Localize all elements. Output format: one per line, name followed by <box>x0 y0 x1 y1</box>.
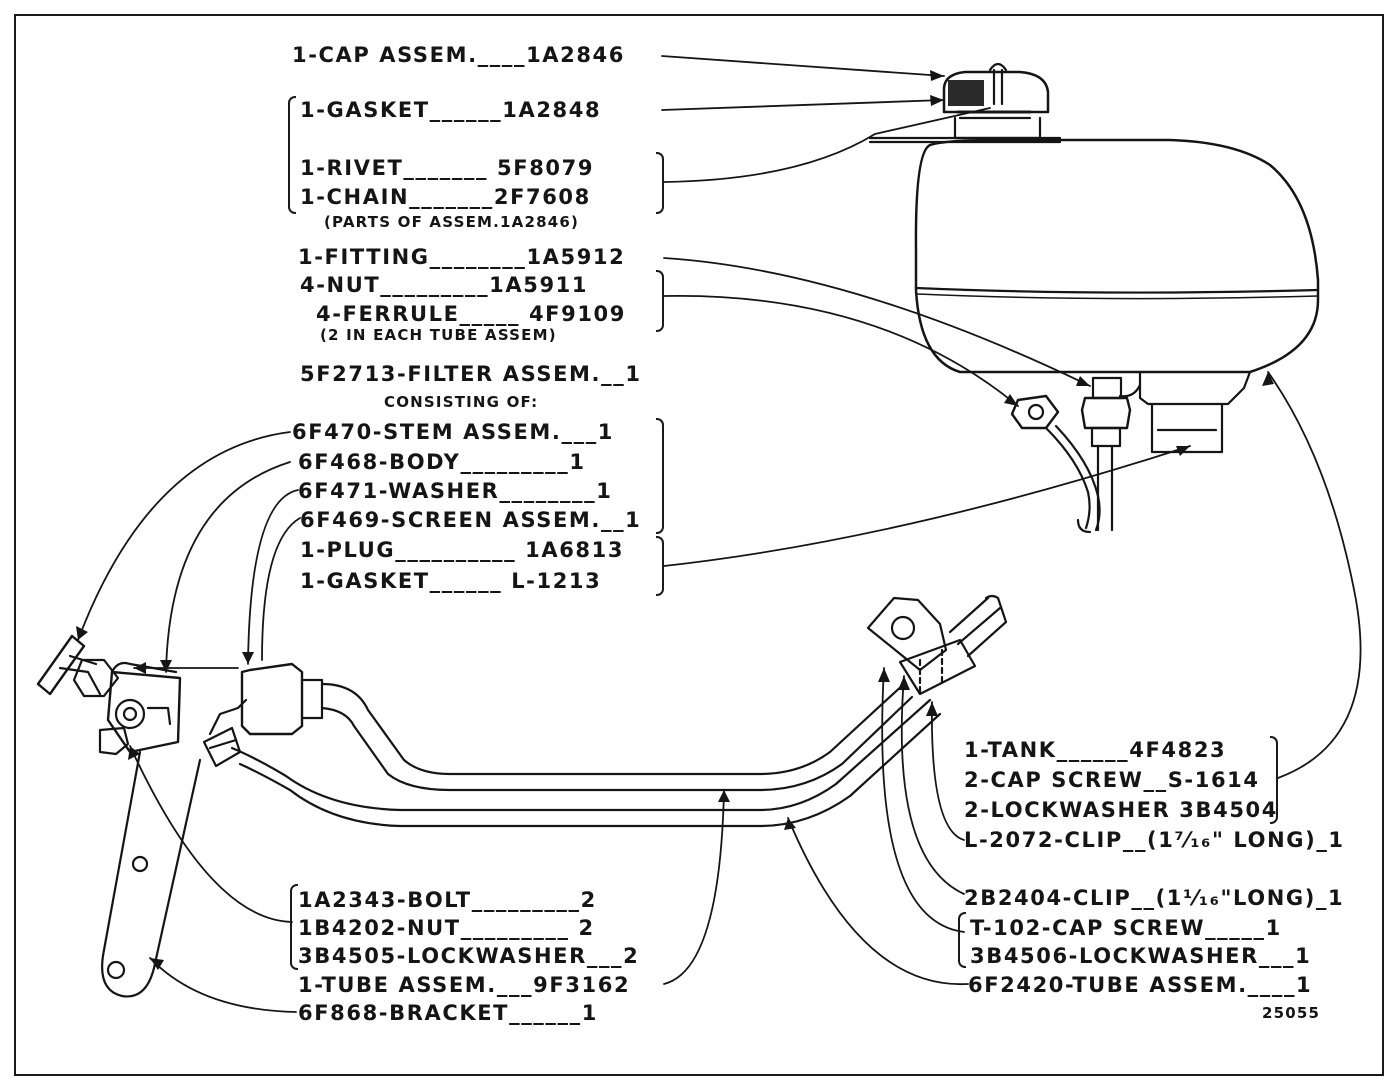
label-tube-assem-9f3162: 1-TUBE ASSEM.___9F3162 <box>298 973 631 997</box>
outlet-fitting <box>1080 370 1252 532</box>
bracket-bolt-group <box>290 884 298 970</box>
label-cap-assem: 1-CAP ASSEM.____1A2846 <box>292 43 625 67</box>
label-filter-assem: 5F2713-FILTER ASSEM.__1 <box>300 362 642 386</box>
label-clip-l2072: L-2072-CLIP__(1⁷⁄₁₆" LONG)_1 <box>964 828 1345 852</box>
label-plug: 1-PLUG__________ 1A6813 <box>300 538 625 562</box>
label-washer: 6F471-WASHER________1 <box>298 479 613 503</box>
label-chain: 1-CHAIN_______2F7608 <box>300 185 591 209</box>
tube-clip <box>866 594 1008 696</box>
label-clip-2b2404: 2B2404-CLIP__(1¹⁄₁₆"LONG)_1 <box>964 886 1345 910</box>
fuel-tank <box>868 136 1320 374</box>
label-tank: 1-TANK______4F4823 <box>964 738 1227 762</box>
arrow-heads <box>76 70 1274 970</box>
label-gasket-filter: 1-GASKET______ L-1213 <box>300 569 602 593</box>
label-rivet: 1-RIVET_______ 5F8079 <box>300 156 595 180</box>
bracket-nut-ferrule <box>656 270 664 332</box>
upper-tube <box>208 662 914 792</box>
label-consisting-of: CONSISTING OF: <box>384 393 539 411</box>
label-tube-assem-6f2420: 6F2420-TUBE ASSEM.____1 <box>968 973 1313 997</box>
bracket <box>101 750 202 998</box>
filter-assembly <box>36 634 242 768</box>
filler-cap <box>942 62 1050 140</box>
label-ferrule-note: (2 IN EACH TUBE ASSEM) <box>320 326 557 344</box>
label-fitting: 1-FITTING________1A5912 <box>298 245 626 269</box>
label-lockwasher-3b4506: 3B4506-LOCKWASHER___1 <box>970 944 1312 968</box>
bracket-gasket-chain <box>288 96 296 214</box>
bracket-tank-parts <box>1270 736 1278 824</box>
figure-border <box>14 14 1384 1076</box>
lower-tube <box>230 698 942 828</box>
label-cap-screw-tank: 2-CAP SCREW__S-1614 <box>964 768 1260 792</box>
leader-lines <box>77 55 1362 1013</box>
label-ferrule: 4-FERRULE_____ 4F9109 <box>316 302 626 326</box>
figure-number: 25055 <box>1262 1004 1321 1022</box>
label-nut: 4-NUT_________1A5911 <box>300 273 589 297</box>
bracket-t102 <box>958 912 966 968</box>
side-fitting <box>1010 394 1101 534</box>
label-bracket: 6F868-BRACKET______1 <box>298 1001 598 1025</box>
bracket-filter-parts <box>656 418 664 534</box>
label-lockwasher-tank: 2-LOCKWASHER 3B4504 <box>964 798 1278 822</box>
label-gasket-top: 1-GASKET______1A2848 <box>300 98 602 122</box>
label-stem-assem: 6F470-STEM ASSEM.___1 <box>292 420 615 444</box>
label-parts-of-assem: (PARTS OF ASSEM.1A2846) <box>324 213 580 231</box>
label-nut-1b4202: 1B4202-NUT_________ 2 <box>298 916 595 940</box>
bracket-plug-gasket <box>656 536 664 596</box>
label-bolt: 1A2343-BOLT_________2 <box>298 888 597 912</box>
label-lockwasher-3b4505: 3B4505-LOCKWASHER___2 <box>298 944 640 968</box>
label-cap-screw-t102: T-102-CAP SCREW_____1 <box>970 916 1282 940</box>
bracket-rivet-chain <box>656 152 664 214</box>
label-body: 6F468-BODY_________1 <box>298 450 586 474</box>
label-screen-assem: 6F469-SCREEN ASSEM.__1 <box>300 508 642 532</box>
